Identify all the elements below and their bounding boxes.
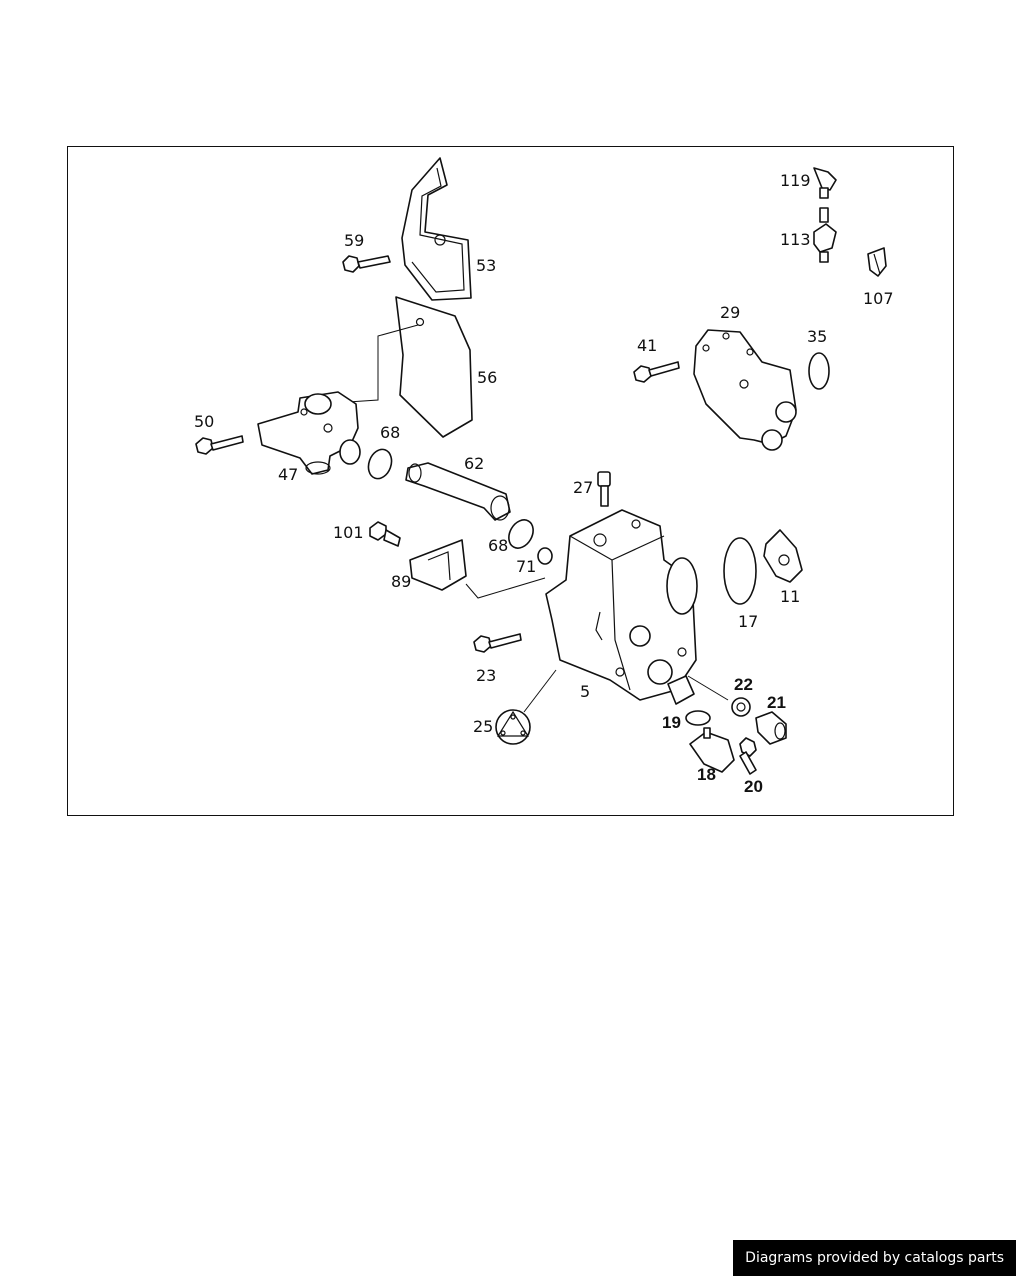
label-89: 89 [391,572,411,591]
part-107-clip[interactable] [867,247,887,277]
part-18-valve[interactable] [689,727,735,773]
label-19: 19 [662,713,681,732]
part-17-seal[interactable] [723,537,757,605]
label-20: 20 [744,777,763,796]
label-35: 35 [807,327,827,346]
label-5: 5 [580,682,590,701]
part-41-bolt[interactable] [633,361,680,383]
part-68-oring-upper[interactable] [365,446,396,482]
label-107: 107 [863,289,894,308]
part-119-clip[interactable] [813,167,837,199]
part-56-gasket[interactable] [395,296,473,438]
diagram-credit-badge: Diagrams provided by catalogs parts [733,1240,1016,1276]
part-47-fitting[interactable] [257,391,361,475]
part-68-oring-lower[interactable] [504,516,538,553]
part-71-ring[interactable] [537,547,553,565]
label-47: 47 [278,465,298,484]
part-62-pipe[interactable] [405,462,511,521]
part-35-oring[interactable] [808,352,830,390]
label-23: 23 [476,666,496,685]
label-68-lower: 68 [488,536,508,555]
label-18: 18 [697,765,716,784]
label-29: 29 [720,303,740,322]
label-17: 17 [738,612,758,631]
part-59-bolt[interactable] [342,255,391,273]
part-11-flange[interactable] [763,529,803,583]
label-59: 59 [344,231,364,250]
label-41: 41 [637,336,657,355]
label-50: 50 [194,412,214,431]
label-25: 25 [473,717,493,736]
label-71: 71 [516,557,536,576]
label-119: 119 [780,171,811,190]
label-56: 56 [477,368,497,387]
label-53: 53 [476,256,496,275]
label-21: 21 [767,693,786,712]
part-19-oring[interactable] [685,710,711,726]
part-50-bolt[interactable] [195,435,244,455]
part-29-housing[interactable] [693,329,797,451]
part-27-bolt[interactable] [597,471,611,507]
diagram-frame [67,146,954,816]
label-101: 101 [333,523,364,542]
part-21-plug[interactable] [755,711,787,745]
part-23-bolt[interactable] [473,633,522,653]
part-101-bolt[interactable] [369,521,401,547]
part-25-plate[interactable] [495,709,531,745]
part-113-valve[interactable] [813,207,837,263]
part-5-pump[interactable] [545,509,698,705]
part-22-washer[interactable] [731,697,751,717]
part-53-bracket[interactable] [401,157,472,301]
part-89-clamp[interactable] [409,539,467,591]
label-27: 27 [573,478,593,497]
label-11: 11 [780,587,800,606]
part-20-screw[interactable] [739,737,757,775]
label-62: 62 [464,454,484,473]
label-113: 113 [780,230,811,249]
label-22: 22 [734,675,753,694]
label-68-upper: 68 [380,423,400,442]
